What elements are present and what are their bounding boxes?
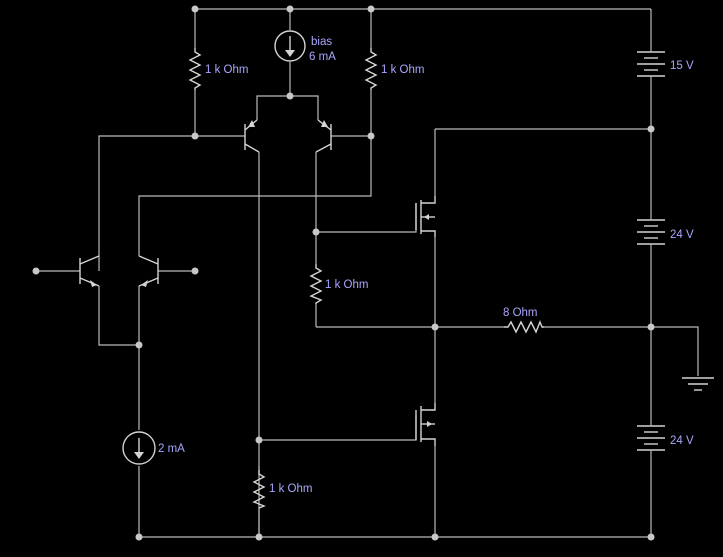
node-upper-gate: [312, 228, 320, 236]
label-bias-value: 6 mA: [309, 51, 336, 63]
labels: 1 k Ohm 1 k Ohm bias 6 mA 1 k Ohm 8 Ohm …: [158, 36, 694, 495]
diff-pair-emitter-wire: [256, 95, 319, 120]
label-v-mid: 24 V: [670, 229, 694, 241]
mosfet-upper: [415, 196, 436, 237]
label-current-2ma: 2 mA: [158, 443, 185, 455]
label-r-bottom: 1 k Ohm: [269, 483, 312, 495]
npn-transistor-right: [138, 255, 159, 287]
ground-wire: [651, 326, 699, 376]
lower-gate-wire: [259, 416, 417, 441]
battery-15v: [637, 50, 665, 80]
node-bottom-left: [135, 533, 143, 541]
node-input-right: [191, 267, 199, 275]
mosfet-lower: [415, 403, 436, 446]
bias-current-source: [274, 30, 306, 62]
label-v-bot: 24 V: [670, 435, 694, 447]
label-bias-name: bias: [311, 36, 332, 48]
right-base-wire: [138, 135, 372, 256]
node-mosfet-drain: [647, 125, 655, 133]
node-output-right: [647, 323, 655, 331]
battery-24v-mid: [637, 218, 665, 248]
junction-dots: [32, 5, 655, 541]
node-right-base: [367, 132, 375, 140]
node-bottom-right: [647, 533, 655, 541]
node-top-left: [191, 5, 199, 13]
node-lower-gate: [255, 436, 263, 444]
node-input-left: [32, 267, 40, 275]
upper-gate-wire: [316, 203, 417, 233]
label-r-left-top: 1 k Ohm: [205, 64, 248, 76]
ground-symbol: [682, 377, 714, 391]
current-source-2ma: [122, 431, 156, 465]
label-r-right-top: 1 k Ohm: [381, 64, 424, 76]
node-bottom-resistor: [255, 533, 263, 541]
resistor-mid: [309, 264, 323, 304]
node-top-bias: [286, 5, 294, 13]
resistor-load: [504, 320, 544, 334]
label-v-top: 15 V: [670, 60, 694, 72]
battery-24v-low: [637, 423, 665, 456]
node-bias-emitters: [286, 92, 294, 100]
node-lower-emitters: [135, 341, 143, 349]
resistor-bottom: [252, 470, 266, 509]
node-bottom-mosfet: [431, 533, 439, 541]
node-top-right: [367, 5, 375, 13]
npn-transistor-left: [79, 255, 100, 287]
resistor-left-top: [188, 48, 202, 90]
node-output-mid: [431, 323, 439, 331]
pnp-transistor-left: [244, 119, 260, 153]
label-r-mid: 1 k Ohm: [325, 279, 368, 291]
pnp-transistor-right: [315, 119, 332, 153]
label-r-load: 8 Ohm: [503, 307, 538, 319]
resistor-right-top: [364, 48, 378, 90]
left-base-wire: [98, 135, 245, 271]
lower-pair-emitter-wire: [98, 286, 140, 346]
upper-drain-wire: [434, 128, 651, 196]
node-left-base: [191, 132, 199, 140]
wires: [36, 8, 699, 538]
